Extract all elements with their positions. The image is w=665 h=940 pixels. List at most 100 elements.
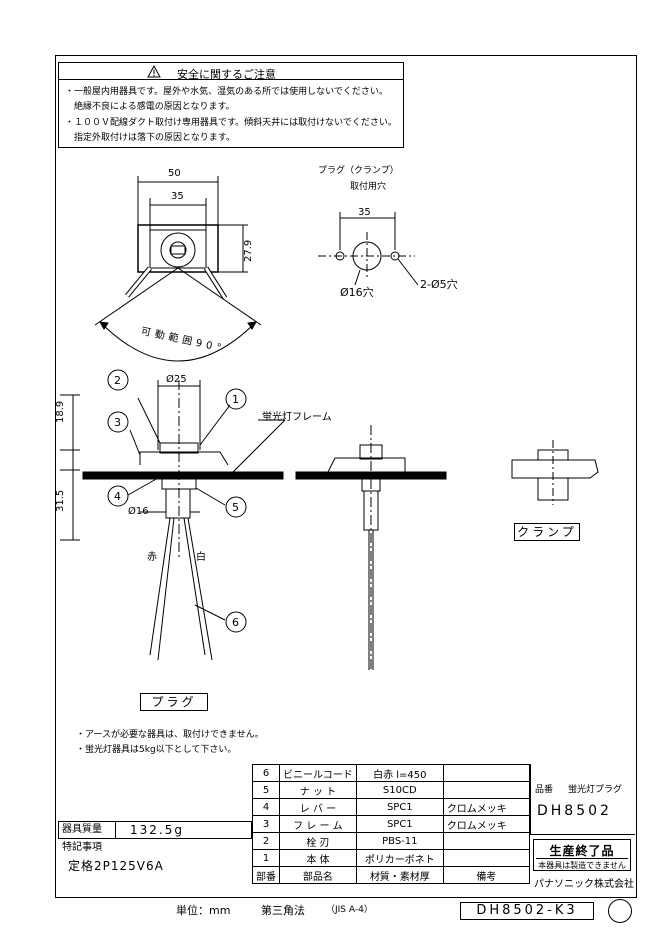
standard-label: （JIS A-4） xyxy=(326,905,373,915)
safety-line: 指定外取付けは落下の原因となります。 xyxy=(65,133,235,143)
dim-18-9: 18.9 xyxy=(55,400,66,423)
part-remark: クロムメッキ xyxy=(442,815,530,833)
dim-phi25: Ø25 xyxy=(166,374,187,385)
note-line: ・アースが必要な器具は、取付けできません。 xyxy=(76,730,264,740)
part-remark xyxy=(442,781,530,799)
part-name: レ バ ー xyxy=(279,798,357,816)
drawing-frame xyxy=(55,55,637,898)
hole-phi16-label: Ø16穴 xyxy=(340,286,374,299)
wire-red-label: 赤 xyxy=(147,552,157,563)
hole-subtitle: 取付用穴 xyxy=(350,182,387,192)
header-material: 材質・素材厚 xyxy=(355,866,444,884)
product-box xyxy=(530,764,635,835)
spec-label: 特記事項 xyxy=(62,842,102,853)
part-name: 本 体 xyxy=(279,849,357,867)
callout-6: 6 xyxy=(232,616,239,629)
clamp-view xyxy=(511,440,599,505)
header-no: 部番 xyxy=(252,866,280,884)
plug-label: プラグ xyxy=(140,693,208,711)
badge-main: 生産終了品 xyxy=(549,844,615,858)
part-name: ナ ッ ト xyxy=(279,781,357,799)
callout-4: 4 xyxy=(114,490,121,503)
callout-2: 2 xyxy=(114,374,121,387)
warning-triangle-icon xyxy=(147,65,161,78)
dim-phi16: Ø16 xyxy=(128,506,149,517)
hole-2phi5-label: 2-Ø5穴 xyxy=(420,278,458,291)
callout-3: 3 xyxy=(114,416,121,429)
hole-dim-35: 35 xyxy=(358,207,371,218)
badge-sub: 本器具は製造できません xyxy=(536,858,628,871)
parts-table: 6 ビニールコード 白赤 l=450 5 ナ ッ ト S10CD 4 レ バ ー… xyxy=(252,764,530,884)
revision-circle xyxy=(608,899,632,923)
safety-line: 絶縁不良による感電の原因となります。 xyxy=(65,102,235,112)
dim-31-5: 31.5 xyxy=(55,489,66,512)
clamp-label: クランプ xyxy=(514,523,580,541)
part-material: SPC1 xyxy=(355,798,444,816)
part-no: 3 xyxy=(252,815,280,833)
table-row: 3 フ レ ー ム SPC1 クロムメッキ xyxy=(252,815,530,833)
unit-label: 単位：mm xyxy=(176,904,231,917)
part-no: 2 xyxy=(252,832,280,850)
safety-line: ・１００Ｖ配線ダクト取付け専用器具です。傾斜天井には取付けないでください。 xyxy=(65,118,397,128)
table-row: 1 本 体 ポリカーボネト xyxy=(252,849,530,867)
product-name: 蛍光灯プラグ xyxy=(568,785,623,795)
part-material: ポリカーボネト xyxy=(355,849,444,867)
part-no: 6 xyxy=(252,764,280,782)
part-remark: クロムメッキ xyxy=(442,798,530,816)
part-remark xyxy=(442,849,530,867)
part-no: 5 xyxy=(252,781,280,799)
top-view xyxy=(94,176,262,362)
table-row: 5 ナ ッ ト S10CD xyxy=(252,781,530,799)
company-name: パナソニック株式会社 xyxy=(534,879,634,890)
note-line: ・蛍光灯器具は5kg以下として下さい。 xyxy=(76,745,237,755)
safety-header: 安全に関するご注意 xyxy=(59,63,403,81)
table-header-row: 部番 部品名 材質・素材厚 備考 xyxy=(252,866,530,884)
part-name: フ レ ー ム xyxy=(279,815,357,833)
mass-label: 器具質量 xyxy=(62,824,102,835)
mass-box xyxy=(58,821,252,839)
callout-4-circle xyxy=(107,485,129,507)
table-row: 2 栓 刃 PBS-11 xyxy=(252,832,530,850)
table-row: 4 レ バ ー SPC1 クロムメッキ xyxy=(252,798,530,816)
part-material: 白赤 l=450 xyxy=(355,764,444,782)
spec-value: 定格2P125V6A xyxy=(68,859,164,873)
dim-27-9: 27.9 xyxy=(243,239,254,262)
document-number: DH8502-K3 xyxy=(460,902,594,920)
dim-35: 35 xyxy=(171,191,184,202)
product-name-label: 品番 xyxy=(535,785,554,795)
part-material: S10CD xyxy=(355,781,444,799)
callout-5: 5 xyxy=(232,501,239,514)
part-name: 栓 刃 xyxy=(279,832,357,850)
part-material: PBS-11 xyxy=(355,832,444,850)
header-name: 部品名 xyxy=(279,866,357,884)
safety-notice: 安全に関するご注意 ・一般屋内用器具です。屋外や水気、湿気のある所では使用しない… xyxy=(58,62,404,148)
mass-divider xyxy=(115,821,116,839)
safety-title: 安全に関するご注意 xyxy=(177,68,276,81)
callout-1: 1 xyxy=(232,393,239,406)
plug-side-view xyxy=(295,425,447,670)
part-remark xyxy=(442,832,530,850)
callout-1-circle xyxy=(225,388,247,410)
callout-5-circle xyxy=(225,496,247,518)
fluorescent-frame-label: 蛍光灯フレーム xyxy=(262,412,332,423)
dim-50: 50 xyxy=(168,168,181,179)
part-material: SPC1 xyxy=(355,815,444,833)
part-no: 1 xyxy=(252,849,280,867)
header-remark: 備考 xyxy=(442,866,530,884)
mass-value: 132.5g xyxy=(130,823,184,837)
callout-2-circle xyxy=(107,369,129,391)
safety-line: ・一般屋内用器具です。屋外や水気、湿気のある所では使用しないでください。 xyxy=(65,87,388,97)
wire-white-label: 白 xyxy=(196,552,206,563)
table-row: 6 ビニールコード 白赤 l=450 xyxy=(252,764,530,782)
callout-3-circle xyxy=(107,411,129,433)
plug-front-view xyxy=(60,380,286,661)
callout-6-circle xyxy=(225,611,247,633)
mounting-hole-view xyxy=(318,212,419,286)
projection-label: 第三角法 xyxy=(261,904,305,917)
part-no: 4 xyxy=(252,798,280,816)
part-name: ビニールコード xyxy=(279,764,357,782)
part-remark xyxy=(442,764,530,782)
hole-title: プラグ（クランプ） xyxy=(318,166,399,176)
discontinued-badge: 生産終了品 本器具は製造できません xyxy=(533,839,631,871)
